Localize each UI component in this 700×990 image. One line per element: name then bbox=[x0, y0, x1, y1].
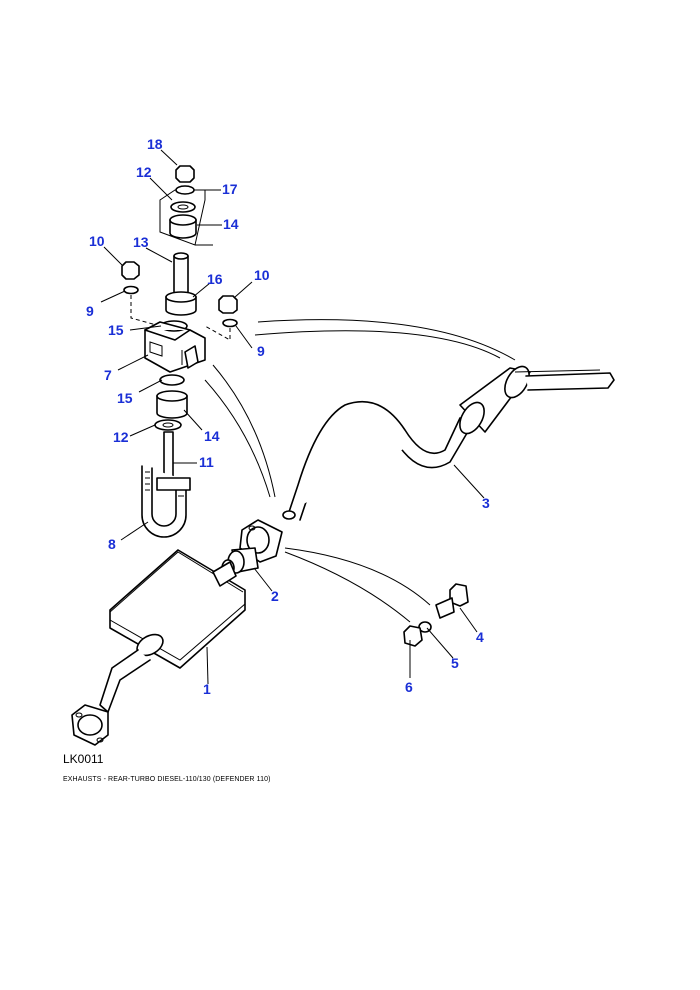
callout-15-upper: 15 bbox=[108, 322, 124, 338]
washer-12-lower bbox=[154, 419, 182, 431]
nut-10-left bbox=[121, 261, 140, 280]
callout-7: 7 bbox=[104, 367, 112, 383]
figure-reference-code: LK0011 bbox=[63, 752, 104, 766]
washer-12-upper bbox=[170, 201, 196, 213]
nut-6 bbox=[403, 625, 423, 647]
callout-labels: 18 12 17 14 10 13 16 10 9 15 9 7 15 12 1… bbox=[86, 136, 490, 697]
callout-12-upper: 12 bbox=[136, 164, 152, 180]
bolt-set bbox=[403, 583, 469, 647]
silencer-1 bbox=[71, 549, 246, 746]
callout-18: 18 bbox=[147, 136, 163, 152]
leader-lines bbox=[100, 149, 485, 685]
callout-6: 6 bbox=[405, 679, 413, 695]
callout-10-left: 10 bbox=[89, 233, 105, 249]
figure-caption: EXHAUSTS - REAR-TURBO DIESEL-110/130 (DE… bbox=[63, 776, 271, 783]
nut-18 bbox=[175, 165, 195, 183]
callout-9-left: 9 bbox=[86, 303, 94, 319]
washer-9-right bbox=[222, 318, 238, 328]
callout-14-lower: 14 bbox=[204, 428, 220, 444]
washer-15-lower bbox=[159, 374, 185, 386]
callout-16: 16 bbox=[207, 271, 223, 287]
callout-10-right: 10 bbox=[254, 267, 270, 283]
left-nut-washer bbox=[121, 261, 140, 295]
callout-12-lower: 12 bbox=[113, 429, 129, 445]
right-nut-washer bbox=[218, 295, 238, 328]
clamp-2 bbox=[221, 510, 296, 577]
callout-4: 4 bbox=[476, 629, 484, 645]
nut-10-right bbox=[218, 295, 238, 314]
callout-1: 1 bbox=[203, 681, 211, 697]
stud-13-bush-16 bbox=[165, 252, 197, 316]
callout-9-right: 9 bbox=[257, 343, 265, 359]
callout-14-upper: 14 bbox=[223, 216, 239, 232]
callout-11: 11 bbox=[199, 454, 214, 470]
washer-17 bbox=[175, 185, 195, 195]
tail-pipe-3 bbox=[288, 365, 615, 521]
callout-17: 17 bbox=[222, 181, 238, 197]
callout-8: 8 bbox=[108, 536, 116, 552]
bolt-11 bbox=[163, 431, 174, 479]
callout-13: 13 bbox=[133, 234, 149, 250]
washer-9-left bbox=[123, 285, 139, 295]
callout-3: 3 bbox=[482, 495, 490, 511]
lower-mount-assembly bbox=[141, 390, 191, 538]
callout-15-lower: 15 bbox=[117, 390, 133, 406]
callout-5: 5 bbox=[451, 655, 459, 671]
bracket-7 bbox=[144, 320, 206, 386]
callout-2: 2 bbox=[271, 588, 279, 604]
upper-mount-assembly bbox=[159, 165, 213, 246]
